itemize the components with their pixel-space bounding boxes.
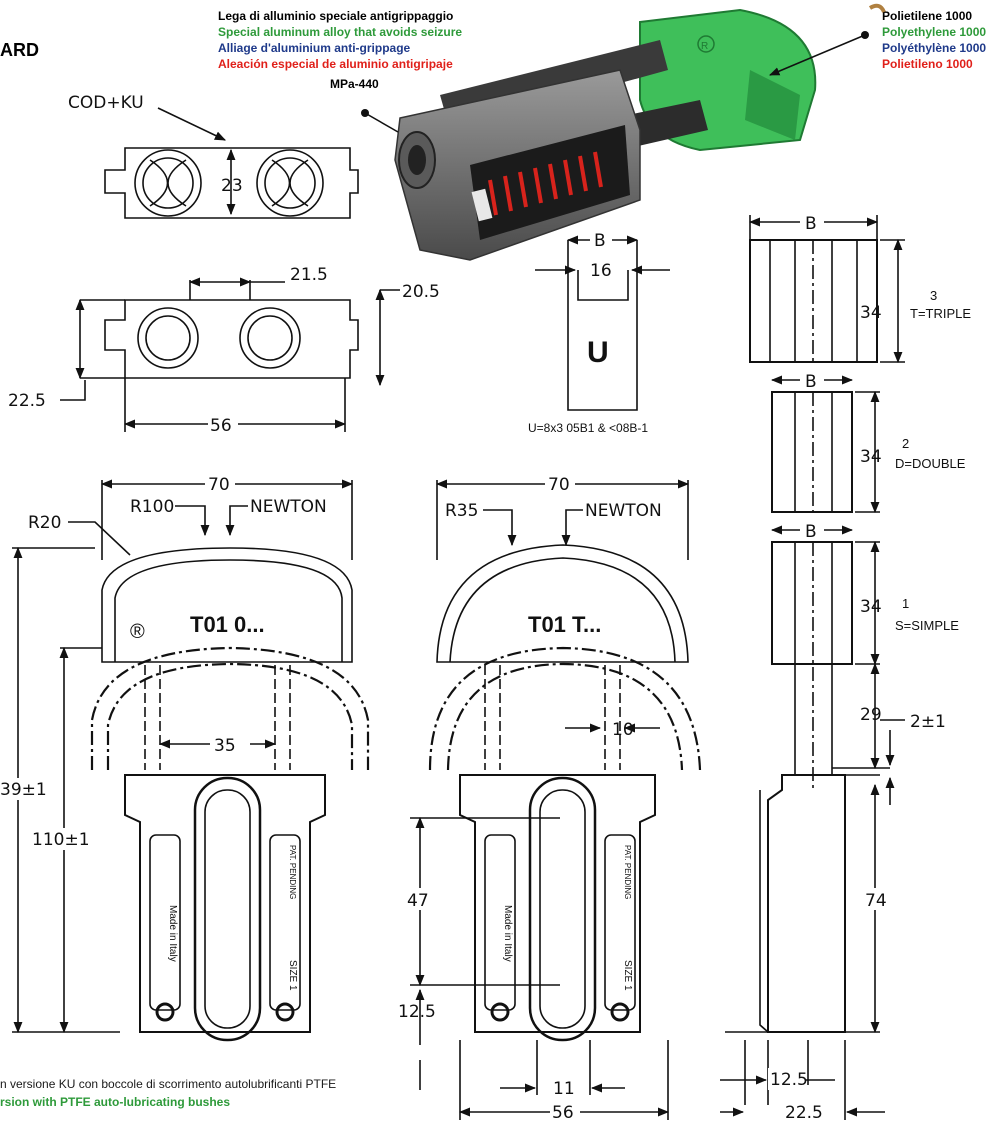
left-made-in: Made in Italy [167, 905, 178, 962]
mid-dim-12-5: 12.5 [398, 1002, 436, 1022]
left-dim-35: 35 [214, 736, 236, 756]
u-detail-letter: U [587, 336, 609, 369]
left-dim-139: 39±1 [0, 780, 47, 800]
side-triple-label: T=TRIPLE [910, 306, 971, 321]
side-simple-dim: 34 [860, 597, 882, 617]
u-detail-dim-16: 16 [590, 261, 612, 281]
left-size: SIZE 1 [287, 960, 298, 991]
u-profile-detail: B 16 U U=8x3 05B1 & <08B-1 [528, 230, 670, 435]
alloy-line-it: Lega di alluminio speciale antigrippaggi… [218, 9, 453, 23]
section-title-fragment: ARD [0, 40, 39, 60]
mid-dim-11: 11 [553, 1079, 575, 1099]
poly-line-en: Polyethylene 1000 [882, 25, 986, 39]
side-dim-12-5: 12.5 [770, 1070, 808, 1090]
mpa-label: MPa-440 [330, 77, 379, 91]
side-triple-dim: 34 [860, 303, 882, 323]
side-double-num: 2 [902, 436, 909, 451]
left-dim-70: 70 [208, 475, 230, 495]
side-double-label: D=DOUBLE [895, 456, 966, 471]
left-reg-mark: ® [130, 621, 145, 643]
left-r20: R20 [28, 513, 61, 533]
left-newton: NEWTON [250, 497, 327, 517]
dim-23: 23 [221, 176, 243, 196]
side-b-double: B [805, 372, 817, 392]
mid-r35: R35 [445, 501, 478, 521]
left-pat: PAT. PENDING [288, 845, 297, 899]
dim-56-front: 56 [210, 416, 232, 436]
side-dim-2: 2±1 [910, 712, 946, 732]
dim-20-5: 20.5 [402, 282, 440, 302]
left-key-front-view: 70 R100 NEWTON R20 ® T01 0... 35 39±1 11… [0, 472, 370, 1042]
side-dim-29: 29 [860, 705, 882, 725]
cutaway-key-render: R [361, 8, 869, 261]
side-b-triple: B [805, 214, 817, 234]
mid-pat: PAT. PENDING [623, 845, 632, 899]
left-dim-110: 110±1 [32, 830, 90, 850]
mid-dim-56: 56 [552, 1103, 574, 1120]
poly-line-it: Polietilene 1000 [882, 9, 972, 23]
dim-22-5-front: 22.5 [8, 391, 46, 411]
footer-note-line1: n versione KU con boccole di scorrimento… [0, 1077, 336, 1091]
cod-ku-label: COD+KU [68, 93, 144, 113]
front-view-plate: 21.5 20.5 22.5 56 [8, 265, 440, 436]
mid-dim-47: 47 [407, 891, 429, 911]
polyethylene-material-note: Polietilene 1000 Polyethylene 1000 Polyé… [882, 9, 986, 71]
side-double-dim: 34 [860, 447, 882, 467]
mid-dim-70: 70 [548, 475, 570, 495]
footer-note-line2: rsion with PTFE auto-lubricating bushes [0, 1095, 230, 1109]
alloy-line-fr: Alliage d'aluminium anti-grippage [218, 41, 411, 55]
u-detail-caption: U=8x3 05B1 & <08B-1 [528, 421, 648, 435]
side-simple-label: S=SIMPLE [895, 618, 959, 633]
mid-size: SIZE 1 [622, 960, 633, 991]
side-simple-num: 1 [902, 596, 909, 611]
mid-made-in: Made in Italy [502, 905, 513, 962]
alloy-material-note: Lega di alluminio speciale antigrippaggi… [218, 9, 462, 91]
reg-mark-render: R [701, 41, 708, 52]
side-triple-num: 3 [930, 288, 937, 303]
side-view-column: B 34 3 T=TRIPLE B 34 2 D=DOUBLE B 34 1 S… [720, 212, 971, 1123]
left-r100: R100 [130, 497, 174, 517]
left-model-label: T01 0... [190, 612, 265, 637]
middle-key-front-view: 70 R35 NEWTON T01 T... 10 Made in Italy … [398, 472, 702, 1123]
alloy-line-en: Special aluminum alloy that avoids seizu… [218, 25, 462, 39]
side-dim-74: 74 [865, 891, 887, 911]
mid-newton: NEWTON [585, 501, 662, 521]
poly-line-fr: Polyéthylène 1000 [882, 41, 986, 55]
alloy-line-es: Aleación especial de aluminio antigripaj… [218, 57, 453, 71]
top-view-plate: COD+KU 23 [68, 93, 359, 219]
mid-model-label: T01 T... [528, 612, 601, 637]
side-b-simple: B [805, 522, 817, 542]
mid-dim-10: 10 [612, 720, 634, 740]
u-detail-b: B [594, 231, 606, 251]
side-dim-22-5: 22.5 [785, 1103, 823, 1120]
dim-21-5: 21.5 [290, 265, 328, 285]
poly-line-es: Polietileno 1000 [882, 57, 973, 71]
